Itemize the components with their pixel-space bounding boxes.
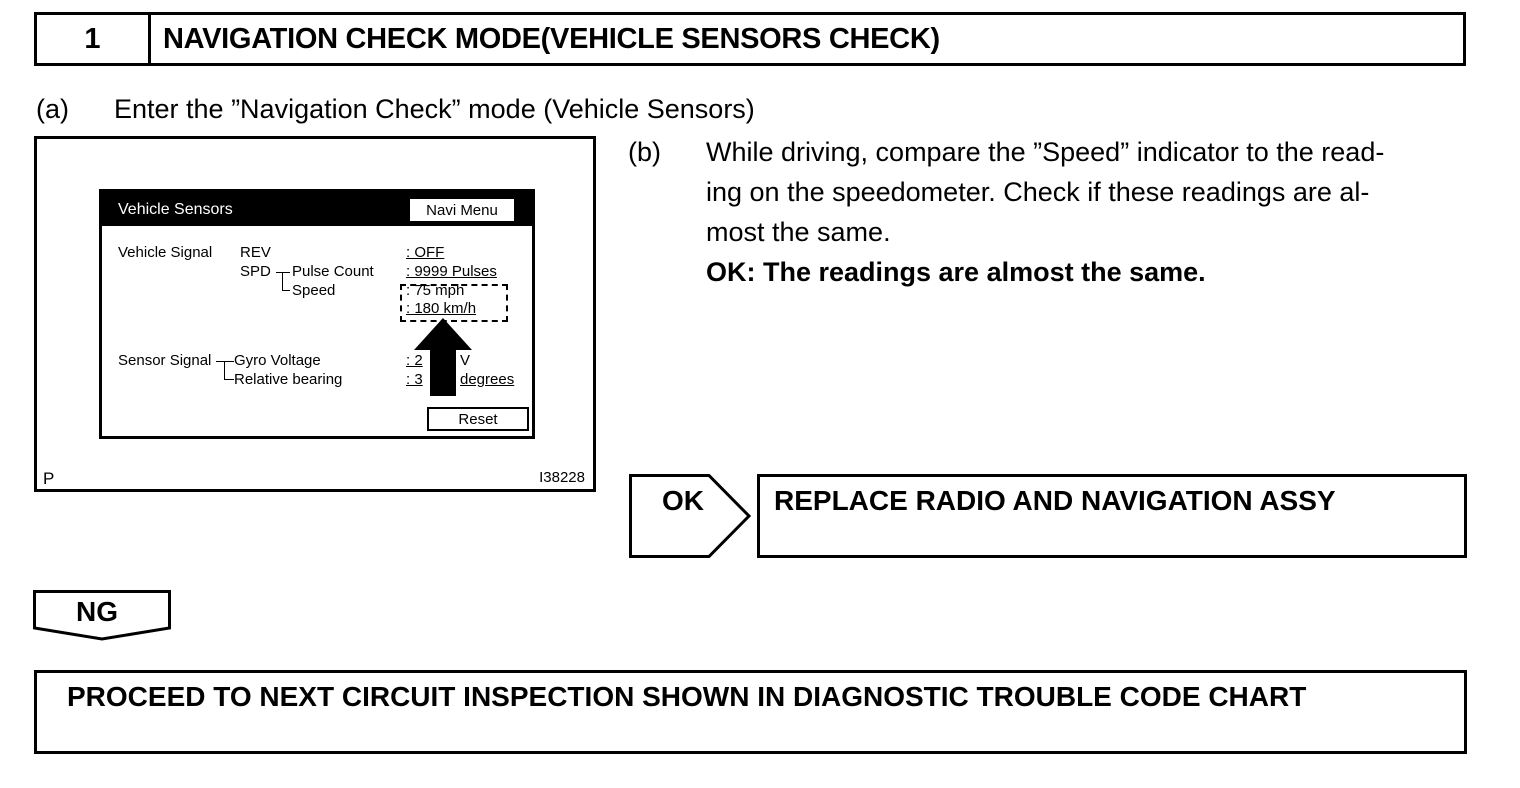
instruction-a-label: (a) <box>36 94 69 124</box>
speed-kmh-value: : 180 km/h <box>406 300 477 317</box>
navi-menu-button[interactable]: Navi Menu <box>409 198 515 222</box>
vehicle-sensors-screen: Vehicle Sensors Navi Menu Vehicle Signal… <box>99 189 535 439</box>
speed-mph-value: : 75 mph <box>406 282 465 299</box>
reset-button[interactable]: Reset <box>427 407 529 431</box>
relative-bearing-value: : 3 <box>406 371 423 388</box>
instruction-a-text: Enter the ”Navigation Check” mode (Vehic… <box>114 94 755 124</box>
spd-bracket-bottom <box>282 290 290 291</box>
pulse-count-label: Pulse Count <box>292 263 374 280</box>
ok-action-box: REPLACE RADIO AND NAVIGATION ASSY <box>757 474 1467 558</box>
step-number: 1 <box>37 15 151 63</box>
spd-label: SPD <box>240 263 271 280</box>
ok-arrow-tag-icon <box>629 474 752 558</box>
sensor-bracket <box>224 361 225 379</box>
ok-tag: OK <box>662 485 704 516</box>
figure-id: I38228 <box>539 469 585 486</box>
sensor-signal-label: Sensor Signal <box>118 352 212 369</box>
vehicle-sensors-figure: Vehicle Sensors Navi Menu Vehicle Signal… <box>34 136 596 492</box>
instruction-b-label: (b) <box>628 137 661 167</box>
ng-arrow-tag-icon <box>33 590 171 641</box>
rev-label: REV <box>240 244 271 261</box>
instruction-b-body: While driving, compare the ”Speed” indic… <box>706 132 1476 292</box>
step-title: NAVIGATION CHECK MODE(VEHICLE SENSORS CH… <box>163 22 940 55</box>
instruction-a: (a) Enter the ”Navigation Check” mode (V… <box>36 94 755 125</box>
gyro-voltage-value: : 2 <box>406 352 423 369</box>
ok-criteria: OK: The readings are almost the same. <box>706 257 1206 287</box>
instruction-b-line: While driving, compare the ”Speed” indic… <box>706 137 1385 167</box>
screen-title: Vehicle Sensors <box>118 201 233 218</box>
relative-bearing-unit: degrees <box>460 371 515 388</box>
ng-tag: NG <box>76 596 118 627</box>
gyro-voltage-label: Gyro Voltage <box>234 352 321 369</box>
sensor-bracket-bottom <box>224 379 234 380</box>
pulse-count-value: : 9999 Pulses <box>406 263 497 280</box>
spd-bracket-top <box>276 272 290 273</box>
sensor-bracket-top <box>216 361 234 362</box>
relative-bearing-label: Relative bearing <box>234 371 343 388</box>
instruction-b-line: most the same. <box>706 217 891 247</box>
instruction-b-line: ing on the speedometer. Check if these r… <box>706 177 1370 207</box>
speed-label: Speed <box>292 282 336 299</box>
ng-action-box: PROCEED TO NEXT CIRCUIT INSPECTION SHOWN… <box>34 670 1467 754</box>
figure-corner-mark: P <box>43 469 55 488</box>
step-header: 1 NAVIGATION CHECK MODE(VEHICLE SENSORS … <box>34 12 1466 66</box>
speed-highlight-box <box>400 284 508 322</box>
up-arrow-icon <box>414 318 472 396</box>
rev-value: : OFF <box>406 244 445 261</box>
spd-bracket <box>282 272 283 290</box>
vehicle-signal-label: Vehicle Signal <box>118 244 213 261</box>
gyro-voltage-unit: V <box>460 352 471 369</box>
screen-title-bar: Vehicle Sensors Navi Menu <box>102 192 532 226</box>
